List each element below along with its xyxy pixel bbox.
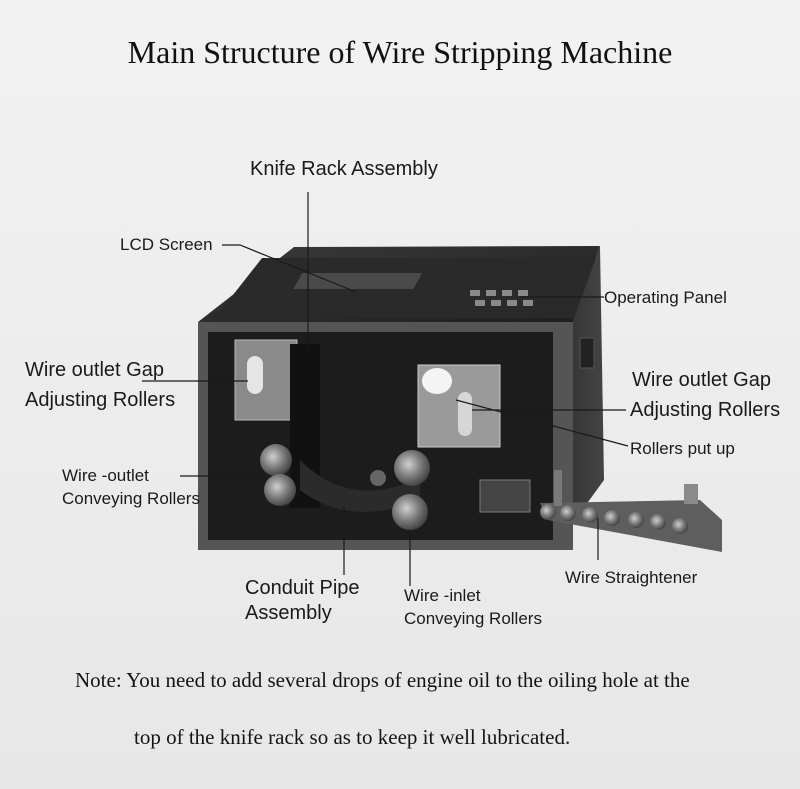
label-operating-panel: Operating Panel: [604, 288, 727, 307]
lcd-screen-shape: [293, 273, 423, 289]
label-outlet-gap-right-2: Adjusting Rollers: [630, 399, 781, 421]
label-rollers-put-up: Rollers put up: [630, 439, 735, 458]
straightener-rollers: [540, 504, 688, 534]
label-inlet-conveying-1: Wire -inlet: [404, 586, 481, 605]
page-title: Main Structure of Wire Stripping Machine: [127, 34, 673, 70]
label-outlet-gap-left-1: Wire outlet Gap: [25, 359, 164, 381]
label-outlet-gap-left-2: Adjusting Rollers: [25, 389, 176, 411]
label-wire-straightener: Wire Straightener: [565, 568, 698, 587]
label-conduit-2: Assembly: [245, 602, 332, 624]
label-knife-rack: Knife Rack Assembly: [250, 158, 438, 180]
label-outlet-conveying-2: Conveying Rollers: [62, 489, 200, 508]
note-line-2: top of the knife rack so as to keep it w…: [134, 725, 571, 749]
label-outlet-conveying-1: Wire -outlet: [62, 466, 149, 485]
note-line-1: Note: You need to add several drops of e…: [75, 668, 690, 692]
label-outlet-gap-right-1: Wire outlet Gap: [632, 369, 771, 391]
label-lcd-screen: LCD Screen: [120, 235, 213, 254]
leader-lines: [142, 192, 629, 586]
label-inlet-conveying-2: Conveying Rollers: [404, 609, 542, 628]
label-conduit-1: Conduit Pipe: [245, 577, 360, 599]
rollers: [260, 444, 430, 530]
operating-panel-buttons: [470, 290, 533, 306]
